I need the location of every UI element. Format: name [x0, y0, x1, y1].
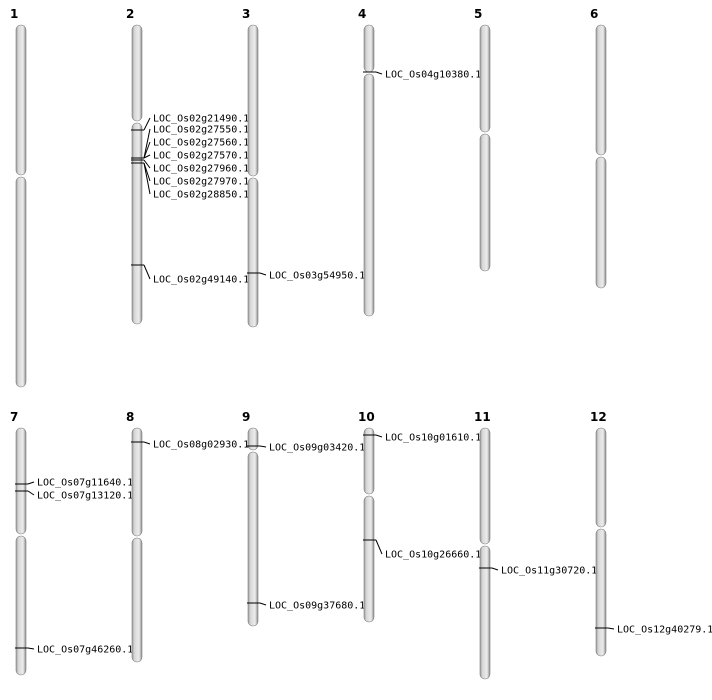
chromosome-arm-upper — [15, 24, 27, 176]
gene-label: LOC_Os03g54950.1 — [269, 271, 365, 282]
chromosome-number: 3 — [242, 7, 250, 21]
chromosome-number: 1 — [10, 7, 18, 21]
gene-label: LOC_Os11g30720.1 — [501, 566, 597, 577]
chromosome-number: 5 — [474, 7, 482, 21]
gene-leader-line — [259, 272, 267, 276]
gene-leader-line — [259, 445, 267, 448]
gene-label: LOC_Os02g27970.1 — [153, 177, 249, 188]
chromosome-arm-lower — [15, 176, 27, 388]
chromosome-5: 5 — [474, 7, 491, 272]
chromosome-arm-upper — [479, 24, 491, 133]
chromosome-arm-lower — [131, 122, 143, 325]
chromosome-arm-lower — [595, 528, 607, 657]
chromosome-number: 11 — [474, 410, 491, 424]
gene-leader-line — [259, 602, 267, 606]
gene-leader-line — [143, 264, 151, 280]
chromosome-arm-upper — [595, 24, 607, 156]
chromosome-1: 1 — [10, 7, 27, 388]
gene-label: LOC_Os02g27960.1 — [153, 164, 249, 175]
gene-leader-line — [143, 441, 151, 445]
gene-leader-line — [143, 117, 151, 131]
chromosome-arm-upper — [131, 24, 143, 122]
gene-label: LOC_Os10g01610.1 — [385, 433, 481, 444]
chromosome-arm-lower — [479, 133, 491, 272]
chromosome-number: 7 — [10, 410, 18, 424]
gene-label: LOC_Os09g03420.1 — [269, 443, 365, 454]
chromosome-number: 2 — [126, 7, 134, 21]
gene-label: LOC_Os02g28850.1 — [153, 190, 249, 201]
chromosome-2: 2LOC_Os02g21490.1LOC_Os02g27550.1LOC_Os0… — [126, 7, 249, 325]
chromosome-arm-lower — [247, 177, 259, 328]
gene-leader-line — [27, 490, 35, 496]
gene-label: LOC_Os02g27560.1 — [153, 138, 249, 149]
gene-leader-line — [375, 539, 383, 555]
chromosome-arm-lower — [479, 545, 491, 680]
chromosome-number: 10 — [358, 410, 375, 424]
gene-leader-line — [143, 154, 151, 159]
chromosome-arm-lower — [131, 537, 143, 663]
gene-label: LOC_Os02g21490.1 — [153, 114, 249, 125]
chromosome-arm-lower — [363, 495, 375, 623]
chromosome-number: 4 — [358, 7, 366, 21]
gene-leader-line — [143, 159, 151, 169]
gene-label: LOC_Os02g49140.1 — [153, 275, 249, 286]
chromosome-number: 8 — [126, 410, 134, 424]
gene-label: LOC_Os09g37680.1 — [269, 601, 365, 612]
gene-leader-line — [607, 627, 615, 630]
chromosome-arm-upper — [479, 427, 491, 545]
gene-label: LOC_Os12g40279.1 — [617, 625, 712, 636]
gene-leader-line — [375, 71, 383, 75]
gene-label: LOC_Os07g46260.1 — [37, 645, 133, 656]
chromosome-number: 12 — [590, 410, 607, 424]
gene-label: LOC_Os07g13120.1 — [37, 491, 133, 502]
gene-label: LOC_Os02g27570.1 — [153, 151, 249, 162]
gene-leader-line — [143, 162, 151, 195]
chromosome-arm-upper — [363, 24, 375, 73]
chromosome-arm-upper — [363, 427, 375, 495]
gene-leader-line — [491, 567, 499, 571]
chromosome-arm-upper — [15, 427, 27, 535]
gene-label: LOC_Os10g26660.1 — [385, 550, 481, 561]
chromosome-arm-lower — [15, 535, 27, 676]
chromosome-number: 6 — [590, 7, 598, 21]
chromosome-6: 6 — [590, 7, 607, 289]
chromosome-arm-upper — [247, 24, 259, 177]
gene-leader-line — [375, 434, 383, 438]
gene-label: LOC_Os04g10380.1 — [385, 70, 481, 81]
gene-leader-line — [27, 481, 35, 485]
chromosome-arm-upper — [595, 427, 607, 528]
gene-label: LOC_Os02g27550.1 — [153, 125, 249, 136]
chromosome-arm-upper — [131, 427, 143, 537]
gene-label: LOC_Os07g11640.1 — [37, 478, 133, 489]
chromosome-arm-upper — [247, 427, 259, 451]
chromosome-arm-lower — [595, 156, 607, 289]
gene-leader-line — [143, 128, 151, 159]
chromosome-arm-lower — [363, 73, 375, 317]
chromosome-7: 7LOC_Os07g11640.1LOC_Os07g13120.1LOC_Os0… — [10, 410, 133, 676]
gene-label: LOC_Os08g02930.1 — [153, 440, 249, 451]
gene-leader-line — [143, 141, 151, 159]
chromosome-arm-lower — [247, 451, 259, 627]
chromosome-number: 9 — [242, 410, 250, 424]
gene-leader-line — [27, 647, 35, 650]
